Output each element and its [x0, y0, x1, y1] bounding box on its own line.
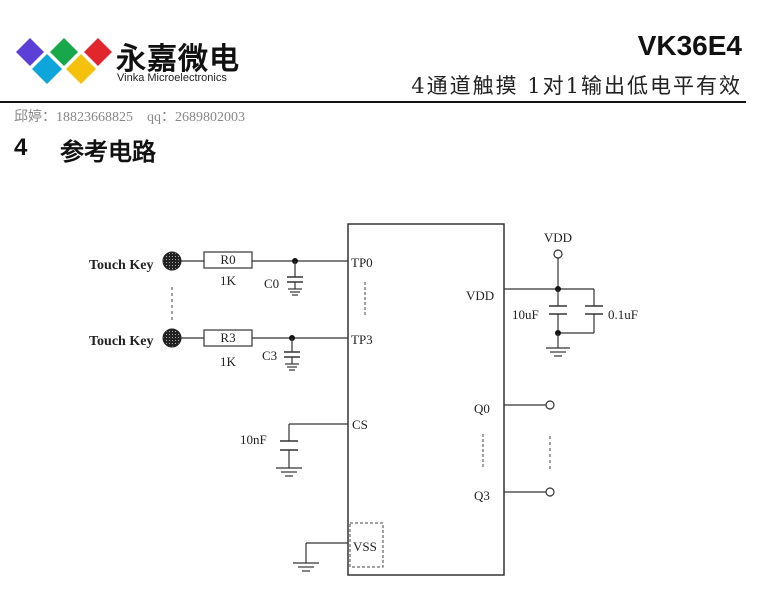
vdd-cap1-value: 10uF — [512, 307, 539, 322]
capacitor-label: C3 — [262, 348, 277, 363]
output-q0: Q0 — [474, 400, 555, 416]
touch-key-label: Touch Key — [89, 258, 153, 273]
touch-key-label: Touch Key — [89, 334, 153, 349]
pin-label: Q3 — [474, 488, 490, 503]
pin-label: VSS — [353, 539, 377, 554]
pin-label: CS — [352, 417, 368, 432]
vdd-terminal-icon — [553, 249, 563, 259]
pin-label: TP3 — [351, 332, 373, 347]
resistor-symbol — [203, 251, 253, 269]
pin-label: TP0 — [351, 255, 373, 270]
touch-key-channel-3: Touch Key R3 1K C3 TP3 — [89, 328, 373, 371]
logo-name-cn: 永嘉微电 — [116, 42, 240, 77]
section-number: 4 — [14, 134, 28, 161]
section-title: 参考电路 — [60, 138, 156, 166]
logo-name-en: Vinka Microelectronics — [117, 72, 227, 84]
output-terminal-icon — [545, 487, 555, 497]
product-subtitle: 4通道触摸 1对1输出低电平有效 — [411, 74, 742, 98]
vss-network: VSS — [293, 522, 384, 572]
vss-dashed-box — [349, 522, 384, 568]
logo-tile-yellow — [66, 54, 96, 84]
vdd-supply-label: VDD — [544, 230, 572, 245]
touch-pad-icon — [162, 328, 182, 348]
pin-label: VDD — [466, 288, 494, 303]
output-q3: Q3 — [474, 487, 555, 503]
contact-info: 邱婷：18823668825 qq：2689802003 — [14, 110, 245, 125]
logo-mark — [16, 38, 112, 84]
cs-network: 10nF CS — [240, 417, 368, 477]
logo-tile-purple — [16, 38, 44, 66]
cs-capacitor-value: 10nF — [240, 432, 267, 447]
capacitor-label: C0 — [264, 276, 279, 291]
vdd-network: VDD VDD 10uF 0.1uF — [466, 230, 638, 357]
header-divider — [0, 101, 746, 103]
touch-pad-icon — [162, 251, 182, 271]
logo-tile-blue — [32, 54, 62, 84]
resistor-label: R0 — [220, 252, 235, 267]
pin-label: Q0 — [474, 401, 490, 416]
touch-key-channel-0: Touch Key R0 1K C0 TP0 — [89, 251, 373, 296]
logo-tile-red — [84, 38, 112, 66]
ic-body — [347, 223, 505, 576]
resistor-label: R3 — [220, 330, 235, 345]
model-number: VK36E4 — [637, 30, 742, 61]
resistor-value: 1K — [220, 354, 237, 369]
output-terminal-icon — [545, 400, 555, 410]
logo-tile-green — [50, 38, 78, 66]
vdd-cap2-value: 0.1uF — [608, 307, 638, 322]
resistor-value: 1K — [220, 273, 237, 288]
